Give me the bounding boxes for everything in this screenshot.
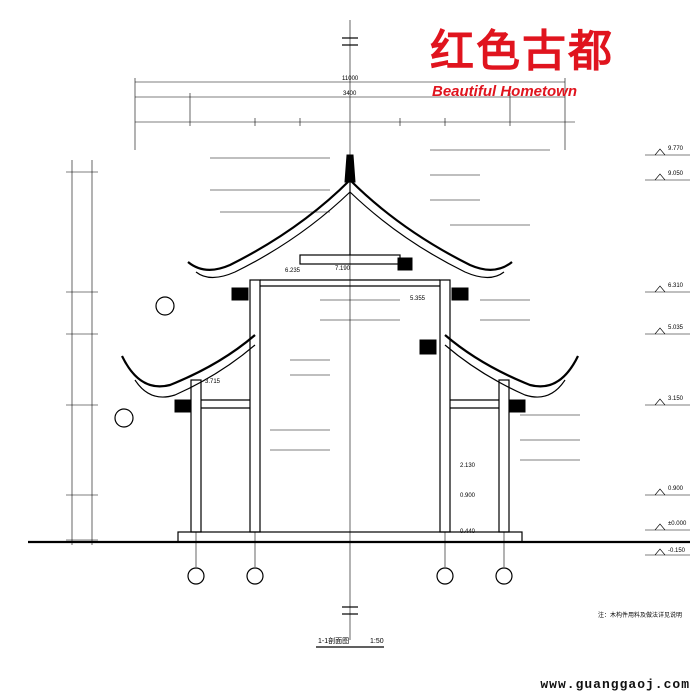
top-dimension-inner: 3400 — [343, 91, 357, 97]
elevation-4: 5.035 — [668, 325, 684, 331]
elevation-8: -0.150 — [668, 548, 686, 554]
level-label-5: 2.130 — [460, 463, 476, 469]
top-dimension-chains — [134, 78, 575, 150]
columns — [190, 279, 510, 567]
elevation-1: 9.770 — [668, 146, 684, 152]
section-title: 1-1剖面图 — [318, 636, 349, 645]
level-label-6: 0.900 — [460, 493, 476, 499]
drawing-note: 注：木构件用料及做法详见说明 — [598, 611, 682, 619]
elevation-2: 9.050 — [668, 171, 684, 177]
logo-title-en: Beautiful Hometown — [432, 83, 577, 100]
level-label-4: 3.715 — [205, 379, 221, 385]
leader-lines-right — [430, 149, 580, 461]
lower-roof — [121, 334, 579, 409]
level-label-3: 5.355 — [410, 296, 426, 302]
elevation-markers — [645, 148, 690, 556]
watermark-text: www.guanggaoj.com — [540, 677, 690, 692]
level-label-7: 0.440 — [460, 529, 476, 535]
top-dimension-total: 11000 — [342, 76, 359, 82]
elevation-3: 6.310 — [668, 283, 684, 289]
axis-circles — [187, 567, 513, 585]
detail-reference-2 — [114, 408, 134, 428]
detail-reference-1 — [155, 296, 175, 316]
section-scale: 1:50 — [370, 638, 384, 645]
leader-lines-left — [210, 157, 400, 451]
left-dimension-chain — [66, 160, 98, 545]
elevation-5: 3.150 — [668, 396, 684, 402]
level-label-2: 6.235 — [285, 268, 301, 274]
logo-title-cn: 红色古都 — [430, 26, 614, 77]
elevation-6: 0.900 — [668, 486, 684, 492]
bracket-sets — [174, 257, 526, 413]
elevation-7: ±0.000 — [668, 521, 687, 527]
plinth — [177, 531, 523, 543]
upper-roof — [187, 154, 513, 287]
level-label-1: 7.190 — [335, 266, 351, 272]
